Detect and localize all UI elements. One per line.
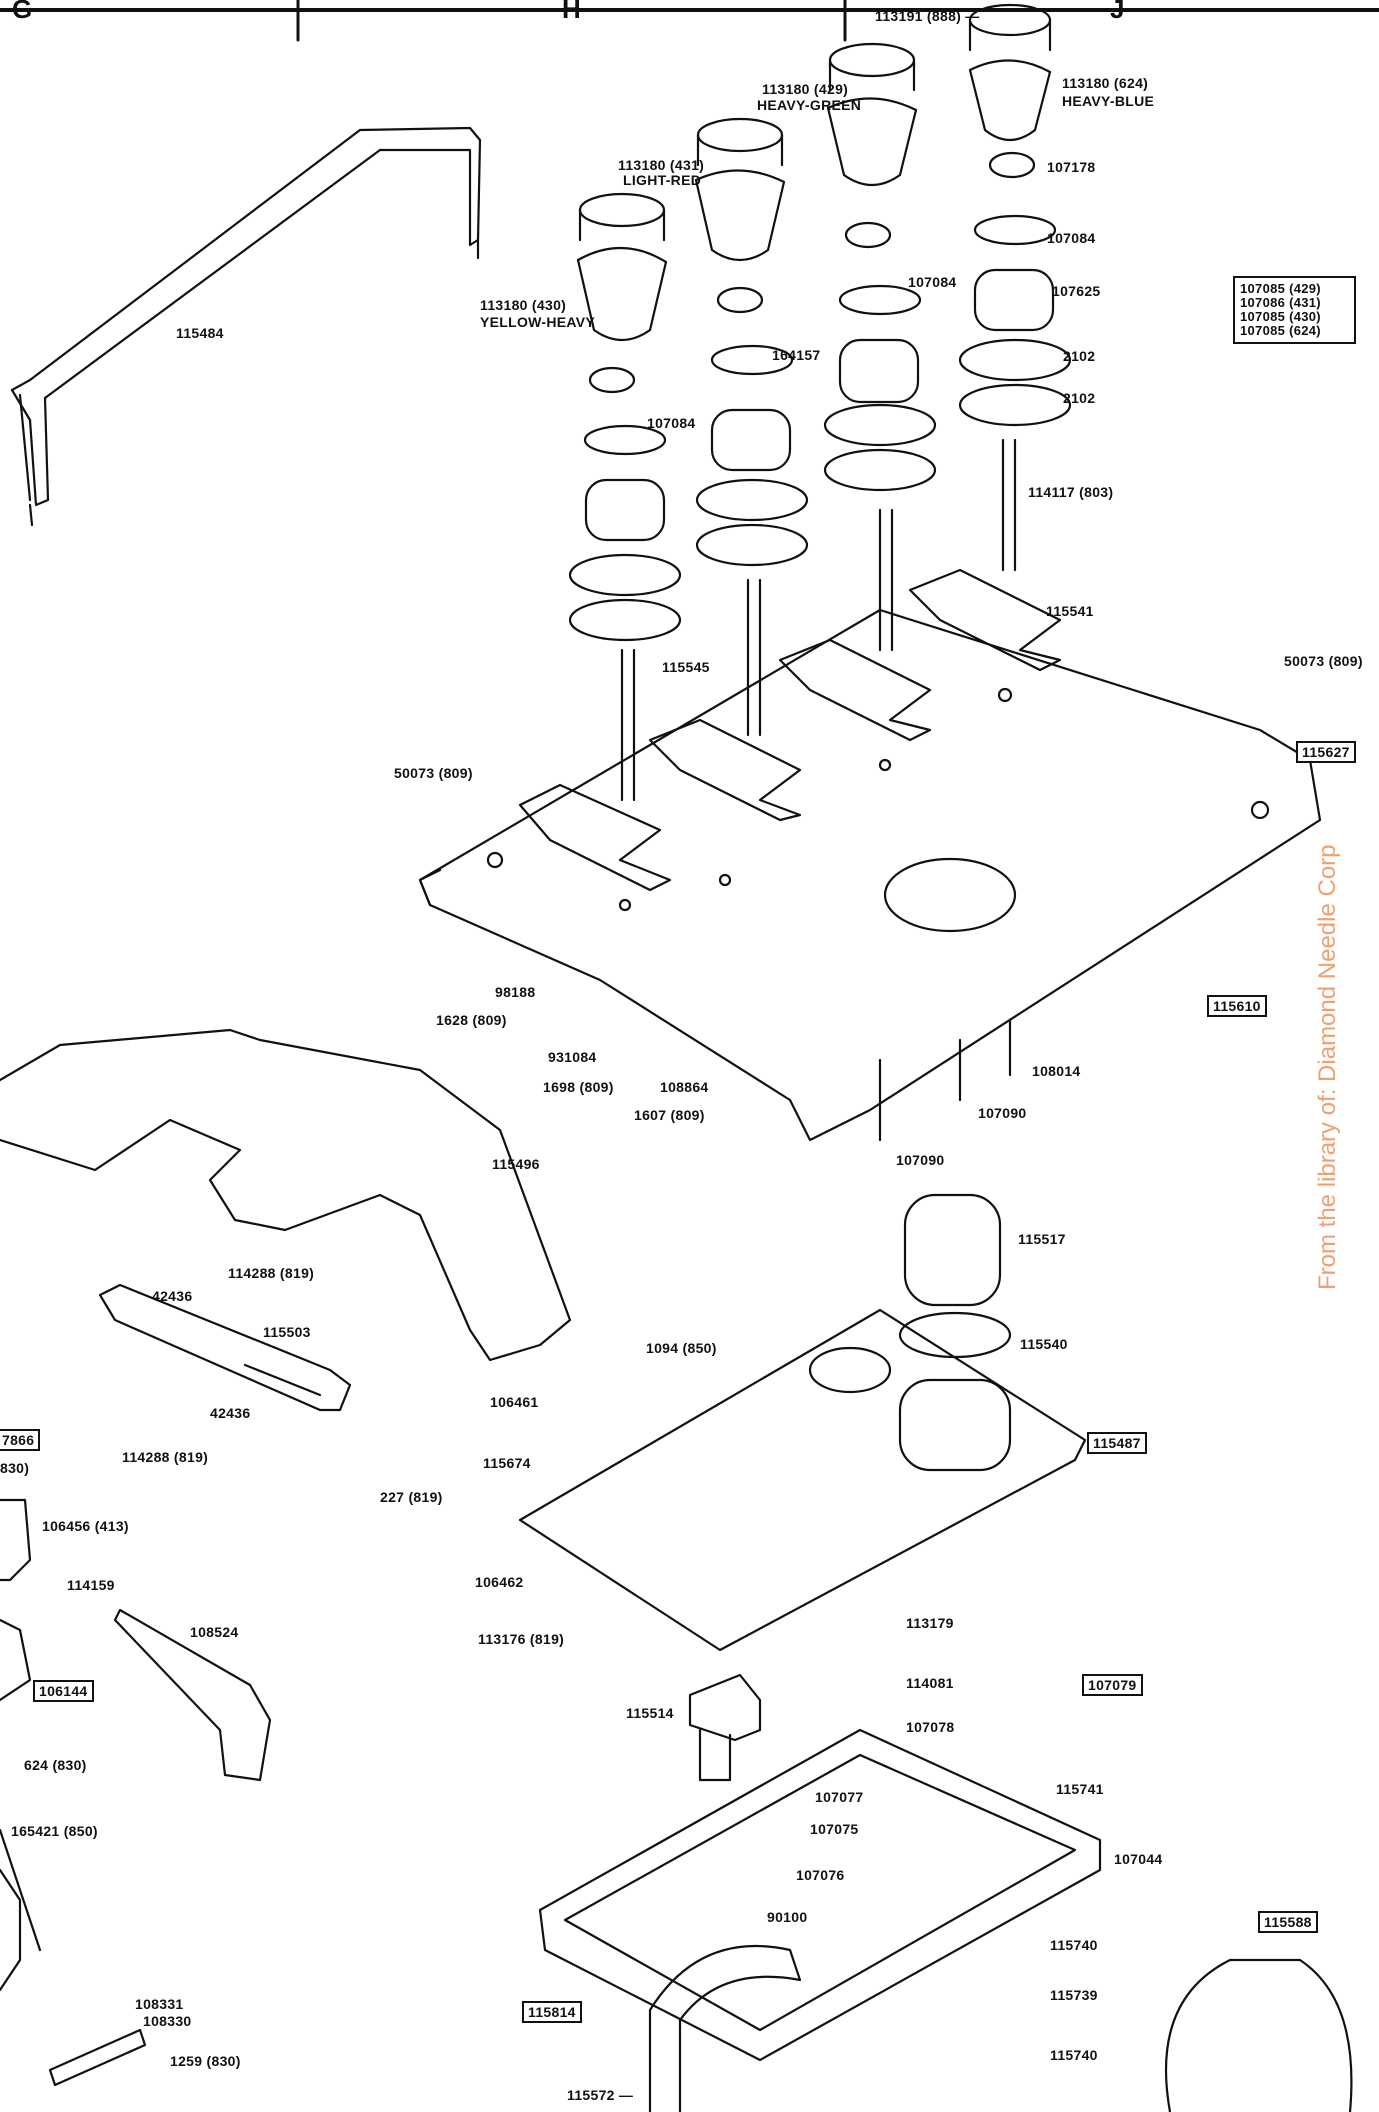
part-label: 107625: [1052, 283, 1101, 299]
part-label: 107090: [896, 1152, 945, 1168]
part-label: 115572 —: [567, 2087, 634, 2103]
part-label: 113176 (819): [478, 1631, 565, 1647]
part-label: 50073 (809): [1284, 653, 1363, 669]
part-box-label: 106144: [33, 1680, 94, 1702]
part-label: 115514: [626, 1705, 674, 1721]
part-label: 115740: [1050, 2047, 1098, 2063]
part-label: 115741: [1056, 1781, 1104, 1797]
part-label: 107077: [815, 1789, 864, 1805]
column-letter-j: J: [1110, 0, 1125, 24]
part-label: 115517: [1018, 1231, 1066, 1247]
library-watermark: From the library of: Diamond Needle Corp: [1314, 844, 1341, 1290]
part-label: 107084: [647, 415, 696, 431]
column-letter-g: G: [12, 0, 33, 24]
part-label: 1628 (809): [436, 1012, 507, 1028]
part-number-legend-box: 107085 (429) 107086 (431) 107085 (430) 1…: [1233, 276, 1356, 344]
cover-115496: [0, 1028, 572, 1362]
part-label: 107090: [978, 1105, 1027, 1121]
part-label: 113191 (888) —: [875, 8, 980, 24]
part-box-label: 107079: [1082, 1674, 1143, 1696]
part-label: 107084: [908, 274, 957, 290]
part-label: 115740: [1050, 1937, 1098, 1953]
part-label: 107076: [796, 1867, 845, 1883]
knob-115517: [903, 1193, 1002, 1307]
lever-115503: [98, 1283, 352, 1412]
part-label: 115540: [1020, 1336, 1068, 1352]
part-label: 227 (819): [380, 1489, 443, 1505]
part-label: 114288 (819): [122, 1449, 209, 1465]
part-label: 115674: [483, 1455, 531, 1471]
part-label: 107078: [906, 1719, 955, 1735]
base-plate-115610: [418, 608, 1322, 1142]
tension-stack-1: [568, 192, 682, 802]
part-box-label: 115588: [1258, 1911, 1318, 1933]
part-label: 115541: [1046, 603, 1094, 619]
part-label: 98188: [495, 984, 536, 1000]
legend-line: 107085 (429): [1240, 281, 1321, 296]
part-label: 108331: [135, 1996, 184, 2012]
part-label: 115484: [176, 325, 224, 341]
part-label: 2102: [1063, 348, 1096, 364]
part-label: 113180 (431): [618, 157, 705, 173]
part-label: 106461: [490, 1394, 539, 1410]
part-label: 113180 (624): [1062, 75, 1149, 91]
legend-line: 107086 (431): [1240, 295, 1321, 310]
part-label: 624 (830): [24, 1757, 87, 1773]
part-label: 90100: [767, 1909, 808, 1925]
part-label: 107075: [810, 1821, 859, 1837]
part-label: 108014: [1032, 1063, 1081, 1079]
part-label: 107044: [1114, 1851, 1163, 1867]
part-label: YELLOW-HEAVY: [480, 314, 596, 330]
part-label: 115545: [662, 659, 710, 675]
part-label: 108330: [143, 2013, 192, 2029]
part-label: 113179: [906, 1615, 954, 1631]
part-label: 114288 (819): [228, 1265, 315, 1281]
part-label: 115739: [1050, 1987, 1098, 2003]
part-label: 114081: [906, 1675, 954, 1691]
part-label: 107178: [1047, 159, 1096, 175]
part-label: 108524: [190, 1624, 239, 1640]
part-label: HEAVY-GREEN: [757, 97, 862, 113]
gasket-107044: [538, 1728, 1102, 2062]
part-label: 1259 (830): [170, 2053, 241, 2069]
part-box-label: 115814: [522, 2001, 582, 2023]
part-box-label: 7866: [0, 1429, 41, 1451]
legend-line: 107085 (624): [1240, 323, 1321, 338]
part-box-label: 115627: [1296, 741, 1356, 763]
part-label: 115503: [263, 1324, 311, 1340]
part-label: 106456 (413): [42, 1518, 129, 1534]
part-label: 165421 (850): [11, 1823, 98, 1839]
tension-stack-2: [694, 117, 809, 737]
part-label: 108864: [660, 1079, 709, 1095]
bracket-115484: [10, 126, 482, 507]
part-label: HEAVY-BLUE: [1062, 93, 1155, 109]
part-label: 830): [0, 1460, 30, 1476]
part-label: 1094 (850): [646, 1340, 717, 1356]
part-label: 113180 (429): [762, 81, 849, 97]
part-label: 2102: [1063, 390, 1096, 406]
part-label: 42436: [152, 1288, 193, 1304]
column-letter-h: H: [562, 0, 581, 24]
part-label: 1698 (809): [543, 1079, 614, 1095]
part-label: 42436: [210, 1405, 251, 1421]
part-label: 107084: [1047, 230, 1096, 246]
tension-stack-3: [823, 42, 937, 652]
part-box-label: 115487: [1087, 1432, 1147, 1454]
part-label: 115496: [492, 1156, 540, 1172]
part-label: 114159: [67, 1577, 115, 1593]
part-label: 1607 (809): [634, 1107, 705, 1123]
part-label: LIGHT-RED: [623, 172, 702, 188]
part-label: 50073 (809): [394, 765, 473, 781]
part-label: 106462: [475, 1574, 524, 1590]
legend-line: 107085 (430): [1240, 309, 1321, 324]
part-box-label: 115610: [1207, 995, 1267, 1017]
plate-115487: [518, 1308, 1087, 1652]
tension-stack-4: [958, 3, 1072, 572]
part-label: 164157: [772, 347, 821, 363]
part-label: 113180 (430): [480, 297, 567, 313]
part-label: 931084: [548, 1049, 597, 1065]
part-label: 114117 (803): [1028, 484, 1114, 500]
